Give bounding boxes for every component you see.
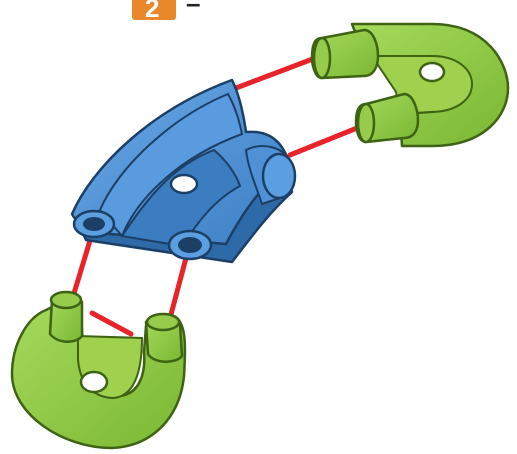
connector-socket-right-inner (178, 237, 202, 253)
center-curved-connector (72, 80, 295, 262)
step-suffix: – (186, 0, 200, 18)
connector-center-hole (171, 175, 197, 193)
connector-socket-left-inner (83, 217, 105, 231)
step-number: 2 (145, 0, 159, 23)
guide-line-bottom-cross (92, 313, 131, 334)
connector-tube-right-end (263, 154, 295, 198)
guide-line-top-right-upper (236, 57, 318, 88)
u-clip-upper-right-peg-top-end (314, 38, 330, 78)
step-badge: 2 – (132, 0, 200, 23)
u-clip-upper-right-peg-bottom-end (358, 104, 374, 142)
u-clip-lower-left-hole (81, 372, 107, 392)
u-clip-lower-left-peg-right-end (147, 314, 179, 330)
u-clip-upper-right-hole (420, 63, 444, 81)
u-clip-upper-right (312, 24, 508, 146)
u-clip-lower-left-peg-left-end (51, 292, 81, 308)
guide-line-top-right-lower (290, 126, 362, 155)
